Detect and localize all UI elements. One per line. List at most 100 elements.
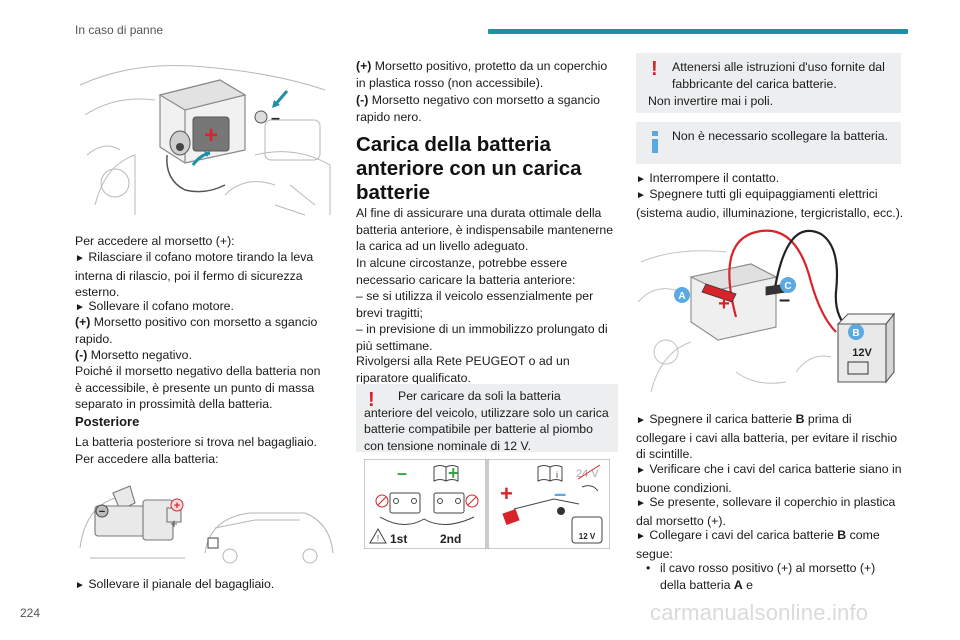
- first-label: 1st: [390, 532, 407, 546]
- col3-step-5-text: Se presente, sollevare il coperchio in p…: [636, 495, 896, 528]
- col2-minus-desc: (-) Morsetto negativo con morsetto a sga…: [356, 92, 618, 125]
- col3-step-4-text: Verificare che i cavi del carica batteri…: [636, 462, 902, 495]
- col3-step-3: ► Spegnere il carica batterie B prima di…: [636, 411, 904, 463]
- plus-terminal-desc: (+) Morsetto positivo con morsetto a sga…: [75, 314, 325, 347]
- col3-step-3-post: prima di collegare i cavi alla batteria,…: [636, 412, 898, 462]
- col3-step-6-pre: Collegare i cavi del carica batterie: [649, 528, 838, 542]
- svg-text:!: !: [377, 534, 379, 543]
- svg-text:–: –: [779, 289, 790, 311]
- col3-step-1-text: Interrompere il contatto.: [649, 171, 780, 185]
- col3-substep-1-post: e: [742, 577, 753, 592]
- front-step-1: ► Rilasciare il cofano motore tirando la…: [75, 249, 325, 301]
- rear-battery-illustration: − + +: [75, 478, 337, 564]
- svg-text:+: +: [718, 293, 730, 315]
- right-pointer-icon: ►: [75, 253, 85, 264]
- front-access-intro: Per accedere al morsetto (+):: [75, 234, 235, 248]
- ground-point-note: Poiché il morsetto negativo della batter…: [75, 364, 321, 412]
- svg-text:i: i: [452, 470, 454, 480]
- col3-substep-1: • il cavo rosso positivo (+) al morsetto…: [646, 560, 898, 593]
- minus-key: (-): [356, 93, 369, 107]
- header-section-title: In caso di panne: [75, 23, 164, 37]
- front-step-1-text: Rilasciare il cofano motore tirando la l…: [75, 250, 314, 300]
- instructions-warning-box: ! Attenersi alle istruzioni d'uso fornit…: [636, 53, 901, 113]
- exclamation-warning-icon: !: [651, 58, 658, 80]
- right-pointer-icon: ►: [636, 190, 646, 201]
- col3-step-6-key: B: [837, 528, 847, 542]
- rear-intro: La batteria posteriore si trova nel baga…: [75, 435, 317, 466]
- network-note: Rivolgersi alla Rete PEUGEOT o ad un rip…: [356, 354, 570, 385]
- minus-text: Morsetto negativo.: [87, 348, 192, 362]
- col3-step-6-post: come segue:: [636, 528, 880, 561]
- svg-text:+: +: [500, 481, 513, 506]
- charger-connection-illustration: + – A C B 12V: [636, 222, 904, 398]
- right-pointer-icon: ►: [636, 415, 646, 426]
- minus-key: (-): [75, 348, 88, 362]
- dash-item-2-text: in previsione di un immobilizzo prolunga…: [356, 322, 608, 353]
- right-pointer-icon: ►: [636, 531, 646, 542]
- instructions-warning-text: Attenersi alle istruzioni d'uso fornite …: [672, 60, 885, 91]
- exclamation-warning-icon: !: [368, 389, 375, 411]
- label-c: C: [784, 281, 791, 292]
- right-pointer-icon: ►: [75, 302, 85, 313]
- col3-step-3-pre: Spegnere il carica batterie: [649, 412, 796, 426]
- svg-text:–: –: [554, 481, 566, 506]
- circumstances: In alcune circostanze, potrebbe essere n…: [356, 256, 576, 287]
- charger-warning-box: ! Per caricare da soli la batteria anter…: [356, 384, 618, 453]
- col3-step-4: ► Verificare che i cavi del carica batte…: [636, 461, 904, 496]
- front-step-2-text: Sollevare il cofano motore.: [88, 299, 234, 313]
- charger-warning-text: Per caricare da soli la batteria anterio…: [364, 389, 609, 453]
- info-box: Non è necessario scollegare la batteria.: [636, 122, 901, 164]
- info-icon: [652, 131, 658, 153]
- polarity-warning-text: Non invertire mai i poli.: [648, 94, 774, 108]
- col3-step-2: ► Spegnere tutti gli equipaggiamenti ele…: [636, 186, 904, 221]
- col3-step-1: ► Interrompere il contatto.: [636, 170, 904, 189]
- svg-text:–: –: [397, 463, 407, 483]
- svg-text:+: +: [448, 463, 459, 483]
- plus-key: (+): [75, 315, 91, 329]
- right-pointer-icon: ►: [636, 465, 646, 476]
- rear-heading: Posteriore: [75, 414, 140, 429]
- plus-key: (+): [356, 59, 372, 73]
- info-text: Non è necessario scollegare la batteria.: [672, 129, 889, 143]
- maintenance-intro: Al fine di assicurare una durata ottimal…: [356, 206, 614, 254]
- dash-item-2: – in previsione di un immobilizzo prolun…: [356, 321, 618, 354]
- second-label: 2nd: [440, 532, 461, 546]
- col3-step-3-key: B: [795, 412, 805, 426]
- svg-text:i: i: [556, 470, 558, 480]
- minus-text: Morsetto negativo con morsetto a sgancio…: [356, 93, 601, 124]
- svg-text:+: +: [204, 122, 218, 149]
- svg-text:−: −: [99, 506, 105, 518]
- rear-step: ► Sollevare il pianale del bagagliaio.: [75, 576, 325, 595]
- dash-marker: –: [356, 289, 367, 303]
- page-number: 224: [20, 606, 41, 620]
- watermark: carmanualsonline.info: [650, 600, 869, 625]
- label-12v: 12V: [852, 347, 872, 359]
- col3-step-5: ► Se presente, sollevare il coperchio in…: [636, 494, 904, 529]
- col3-step-6: ► Collegare i cavi del carica batterie B…: [636, 527, 904, 562]
- dash-item-1-text: se si utilizza il veicolo essenzialmente…: [356, 289, 594, 320]
- volt12-label: 12 V: [579, 532, 596, 541]
- plus-text: Morsetto positivo con morsetto a sgancio…: [75, 315, 318, 346]
- label-a: A: [678, 291, 685, 302]
- charger-diagram: i – + ! 1st 2nd i 24 V + – 12 V: [363, 458, 611, 550]
- right-pointer-icon: ►: [636, 174, 646, 185]
- plus-text: Morsetto positivo, protetto da un coperc…: [356, 59, 608, 90]
- svg-text:+: +: [174, 500, 180, 512]
- header-accent-bar: [488, 29, 908, 34]
- front-battery-illustration: + –: [75, 55, 337, 223]
- col3-substep-1-text: il cavo rosso positivo (+) al morsetto (…: [660, 560, 898, 593]
- svg-text:–: –: [271, 110, 280, 127]
- dash-marker: –: [356, 322, 367, 336]
- front-step-2: ► Sollevare il cofano motore.: [75, 298, 325, 317]
- col2-plus-desc: (+) Morsetto positivo, protetto da un co…: [356, 58, 618, 91]
- svg-text:+: +: [170, 516, 178, 531]
- rear-step-text: Sollevare il pianale del bagagliaio.: [88, 577, 275, 591]
- label-b: B: [852, 328, 859, 339]
- col3-step-2-text: Spegnere tutti gli equipaggiamenti elett…: [636, 187, 904, 220]
- dash-item-1: – se si utilizza il veicolo essenzialmen…: [356, 288, 618, 321]
- right-pointer-icon: ►: [636, 498, 646, 509]
- minus-terminal-desc: (-) Morsetto negativo.: [75, 347, 325, 364]
- section-heading: Carica della batteria anteriore con un c…: [356, 133, 582, 204]
- right-pointer-icon: ►: [75, 580, 85, 591]
- col3-substep-1-pre: il cavo rosso positivo (+) al morsetto (…: [660, 561, 876, 592]
